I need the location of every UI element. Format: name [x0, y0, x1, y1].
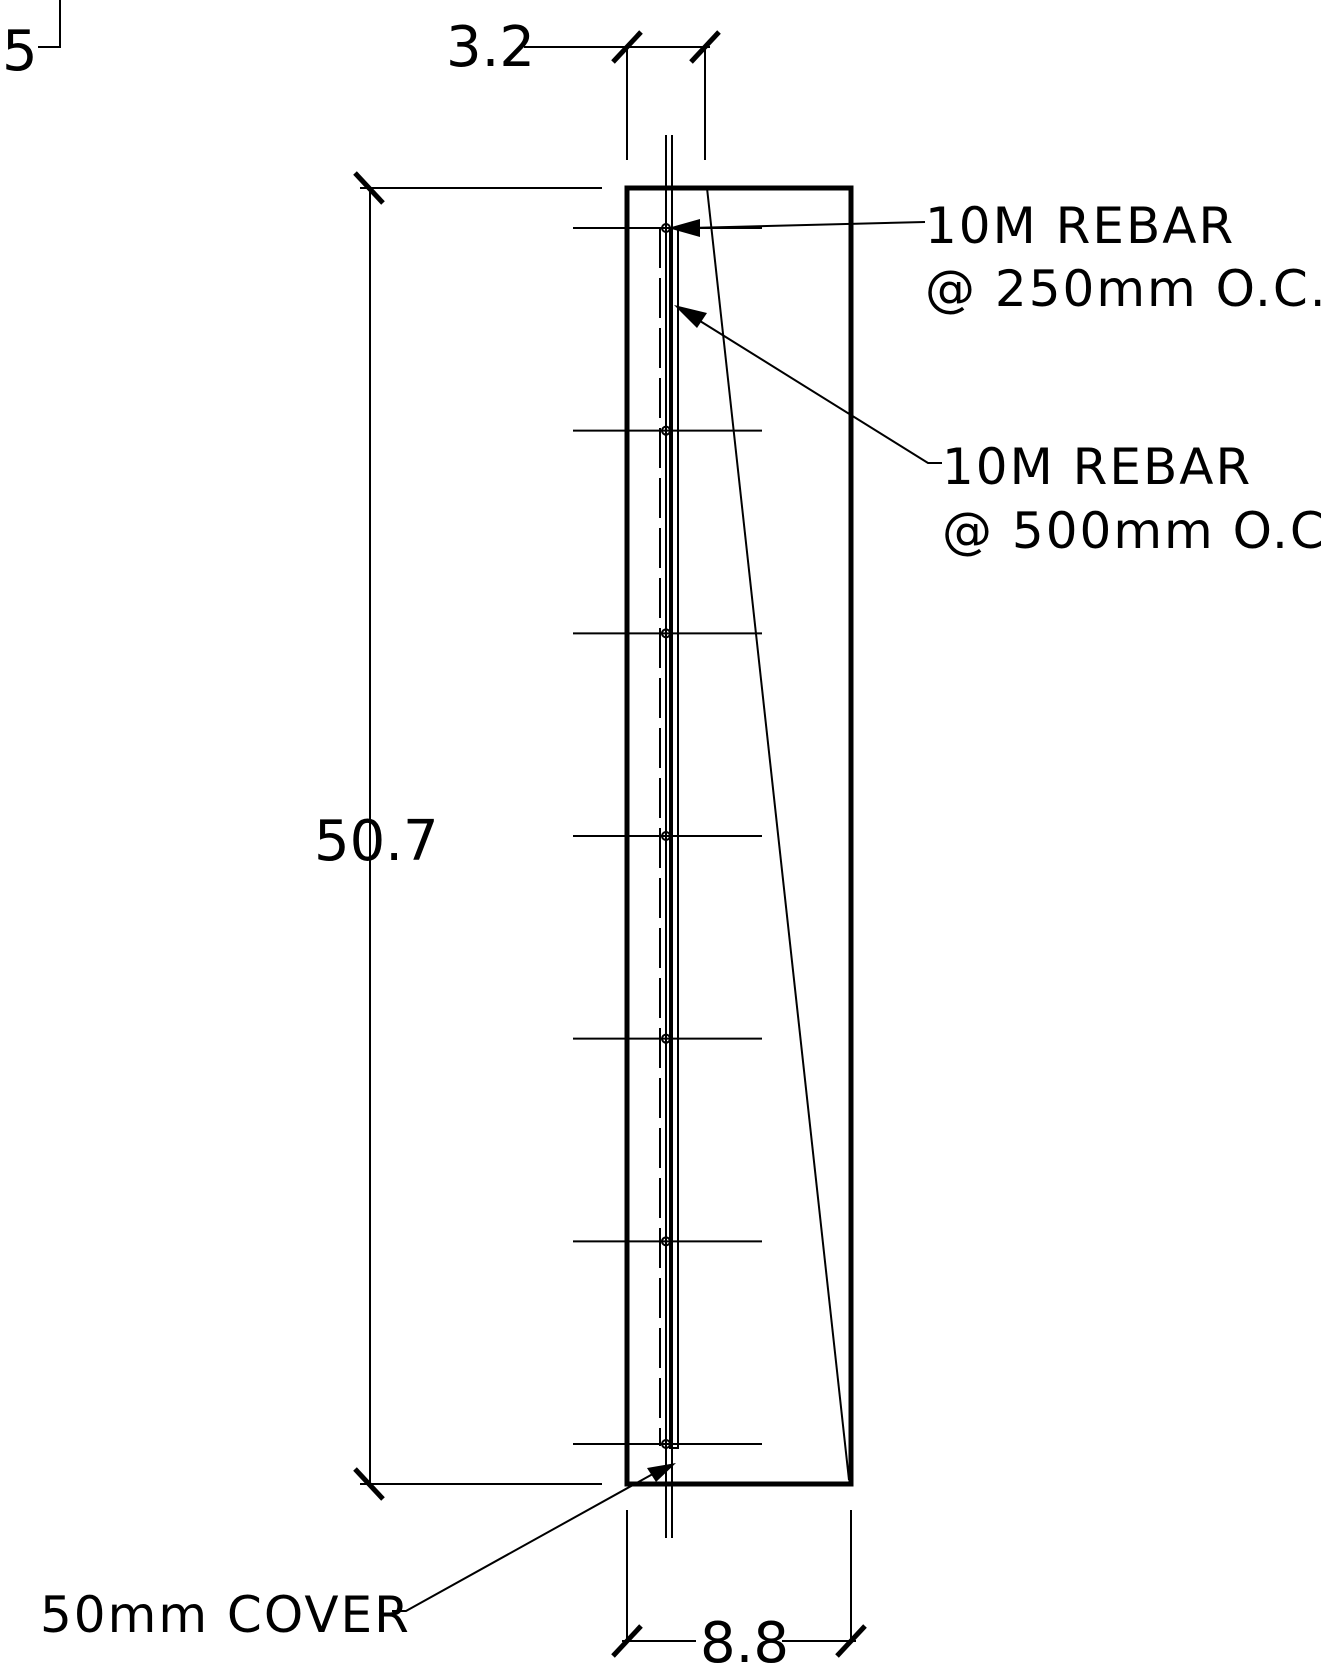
horizontal-rebar-dot [661, 1033, 671, 1044]
top-dim-tick-left [611, 30, 643, 64]
bottom-dim-label-bg [696, 1615, 782, 1664]
callout-rebar-500-line1: 10M REBAR [942, 438, 1252, 496]
callout-rebar-250: 10M REBAR @ 250mm O.C. [668, 197, 1321, 318]
callout-cover-label: 50mm COVER [40, 1586, 411, 1644]
horizontal-rebar-dot [661, 628, 671, 639]
height-dim-tick-top [353, 171, 385, 205]
taper-line [706, 187, 850, 1481]
height-dimension: 50.7 [314, 171, 602, 1501]
section-marker-bracket [38, 0, 61, 48]
horizontal-rebar-dot [661, 1236, 671, 1247]
callout-rebar-500: 10M REBAR @ 500mm O.C. [674, 305, 1321, 560]
arrowhead-cover [647, 1463, 676, 1482]
horizontal-rebar-dot [661, 1439, 671, 1449]
arrowhead-rebar-250 [668, 219, 700, 237]
top-dim-tick-right [689, 30, 721, 64]
horizontal-rebar-dot [661, 425, 671, 436]
section-marker-number: 5 [2, 19, 38, 84]
height-label: 50.7 [314, 809, 439, 874]
leader-rebar-250 [689, 221, 926, 229]
horizontal-rebar-group [573, 223, 762, 1449]
bottom-dim-tick-left [611, 1624, 643, 1658]
callout-rebar-500-line2: @ 500mm O.C. [942, 502, 1321, 560]
arrowhead-rebar-500 [674, 305, 707, 328]
bottom-width-dimension: 8.8 [611, 1510, 867, 1664]
leader-cover [392, 1469, 661, 1612]
callout-rebar-250-line1: 10M REBAR [925, 197, 1235, 255]
leader-rebar-500 [691, 315, 942, 464]
bottom-width-label: 8.8 [700, 1611, 789, 1664]
top-width-label: 3.2 [446, 15, 535, 80]
bottom-dim-tick-right [835, 1624, 867, 1658]
callout-cover: 50mm COVER [40, 1463, 676, 1644]
height-dim-tick-bottom [353, 1467, 385, 1501]
callout-rebar-250-line2: @ 250mm O.C. [925, 260, 1321, 318]
top-width-dimension: 3.2 [446, 15, 721, 160]
section-marker: 5 [2, 0, 61, 84]
horizontal-rebar-dot [661, 831, 671, 841]
